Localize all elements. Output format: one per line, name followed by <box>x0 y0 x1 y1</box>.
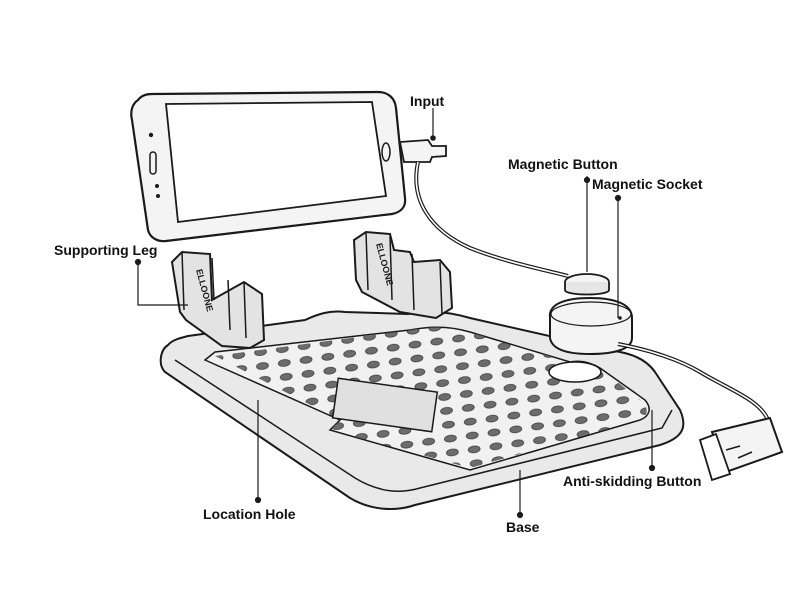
label-magnetic-socket: Magnetic Socket <box>592 176 703 192</box>
center-plate <box>331 377 439 433</box>
supporting-leg-right: ELLOONE <box>352 230 454 320</box>
leader-lines <box>134 108 656 519</box>
phone <box>130 90 407 243</box>
phone-speaker <box>149 151 157 175</box>
base-mat <box>159 310 685 510</box>
cable-assembly <box>398 139 784 482</box>
micro-usb-plug <box>398 139 447 163</box>
label-anti-skidding-button: Anti-skidding Button <box>563 473 702 489</box>
supporting-leg-left: ELLOONE <box>170 250 266 350</box>
magnetic-button <box>564 273 610 296</box>
phone-camera <box>148 132 154 138</box>
leader-supporting-leg <box>137 260 188 306</box>
magnetic-socket <box>548 296 633 356</box>
phone-screen <box>165 101 388 224</box>
usb-plug <box>698 416 784 482</box>
phone-sensor-1 <box>155 184 159 188</box>
phone-home-button <box>381 142 391 162</box>
label-location-hole: Location Hole <box>203 506 296 522</box>
cable-notch <box>548 361 602 383</box>
label-supporting-leg: Supporting Leg <box>54 242 158 258</box>
phone-sensor-2 <box>156 194 160 198</box>
base-rim <box>174 359 673 492</box>
cable-top <box>414 161 569 278</box>
label-magnetic-button: Magnetic Button <box>508 156 618 172</box>
label-input: Input <box>410 93 445 109</box>
label-base: Base <box>506 519 540 535</box>
